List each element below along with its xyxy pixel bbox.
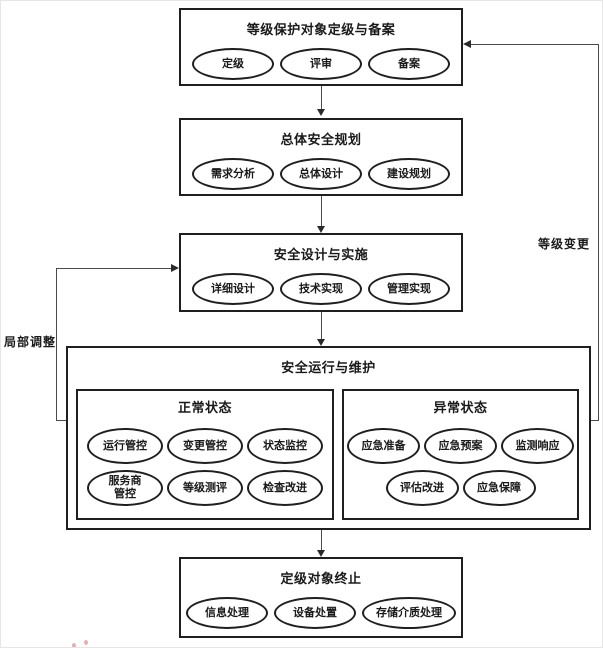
activity-ellipse: 详细设计 [192, 273, 274, 305]
arrow-down-icon [317, 109, 325, 116]
arrow-left-icon [463, 40, 471, 48]
stage-box-operation-maintenance: 安全运行与维护 正常状态 运行管控 变更管控 状态监控 服务商管控 等级测评 检… [66, 346, 591, 530]
activity-ellipse: 等级测评 [167, 470, 243, 506]
substate-box-abnormal: 异常状态 应急准备 应急预案 监测响应 评估改进 应急保障 [342, 389, 579, 520]
activity-ellipse: 建设规划 [368, 158, 450, 190]
feedback-label-grade-change: 等级变更 [538, 237, 591, 251]
activity-ellipse: 应急准备 [347, 428, 420, 464]
activity-ellipse: 状态监控 [247, 428, 323, 464]
ellipse-row: 运行管控 变更管控 状态监控 [78, 428, 332, 464]
stage-title: 安全运行与维护 [281, 360, 376, 375]
activity-ellipse: 检查改进 [247, 470, 323, 506]
ellipse-row: 定级 评审 备案 [181, 48, 461, 80]
connector-line [321, 312, 322, 339]
activity-ellipse: 存储介质处理 [362, 597, 456, 629]
scan-artifact-dot [72, 643, 76, 647]
activity-ellipse: 运行管控 [87, 428, 163, 464]
connector-line [321, 530, 322, 550]
activity-ellipse: 评审 [280, 48, 362, 80]
stage-box-design-implementation: 安全设计与实施 详细设计 技术实现 管理实现 [179, 233, 463, 312]
activity-ellipse: 监测响应 [501, 428, 574, 464]
activity-ellipse: 设备处置 [274, 597, 356, 629]
substate-box-normal: 正常状态 运行管控 变更管控 状态监控 服务商管控 等级测评 检查改进 [76, 389, 334, 520]
substate-title: 正常状态 [177, 400, 232, 415]
activity-ellipse: 定级 [192, 48, 274, 80]
feedback-line-left [56, 268, 57, 421]
connector-line [321, 86, 322, 109]
stage-title: 等级保护对象定级与备案 [246, 22, 396, 37]
activity-ellipse: 技术实现 [280, 273, 362, 305]
stage-title: 定级对象终止 [280, 571, 362, 586]
ellipse-row: 信息处理 设备处置 存储介质处理 [181, 597, 461, 629]
ellipse-row: 评估改进 应急保障 [344, 470, 577, 506]
scan-artifact-dot [84, 640, 88, 645]
activity-ellipse: 备案 [368, 48, 450, 80]
ellipse-row: 详细设计 技术实现 管理实现 [181, 273, 461, 305]
feedback-label-local-adjustment: 局部调整 [4, 335, 57, 349]
stage-box-overall-planning: 总体安全规划 需求分析 总体设计 建设规划 [179, 118, 463, 196]
activity-ellipse: 管理实现 [368, 273, 450, 305]
arrow-right-icon [171, 264, 179, 272]
ellipse-row: 服务商管控 等级测评 检查改进 [78, 470, 332, 506]
ellipse-row: 应急准备 应急预案 监测响应 [344, 428, 577, 464]
stage-box-grading-filing: 等级保护对象定级与备案 定级 评审 备案 [179, 8, 463, 86]
activity-ellipse: 需求分析 [192, 158, 274, 190]
activity-ellipse: 总体设计 [280, 158, 362, 190]
feedback-line-left [56, 420, 66, 421]
arrow-down-icon [317, 339, 325, 346]
ellipse-row: 需求分析 总体设计 建设规划 [181, 158, 461, 190]
activity-ellipse: 评估改进 [385, 470, 459, 506]
stage-title: 安全设计与实施 [273, 247, 369, 262]
activity-ellipse: 信息处理 [186, 597, 268, 629]
activity-label: 服务商管控 [108, 475, 142, 500]
arrow-down-icon [317, 550, 325, 557]
feedback-line-right [598, 44, 599, 421]
activity-ellipse: 服务商管控 [87, 470, 163, 506]
feedback-line-right [591, 420, 599, 421]
stage-box-termination: 定级对象终止 信息处理 设备处置 存储介质处理 [179, 557, 463, 638]
arrow-down-icon [317, 226, 325, 233]
substate-title: 异常状态 [433, 400, 488, 415]
activity-ellipse: 应急预案 [424, 428, 497, 464]
feedback-line-right [471, 44, 599, 45]
stage-title: 总体安全规划 [280, 132, 362, 147]
connector-line [321, 196, 322, 226]
feedback-line-left [56, 268, 171, 269]
activity-ellipse: 应急保障 [462, 470, 536, 506]
activity-ellipse: 变更管控 [167, 428, 243, 464]
